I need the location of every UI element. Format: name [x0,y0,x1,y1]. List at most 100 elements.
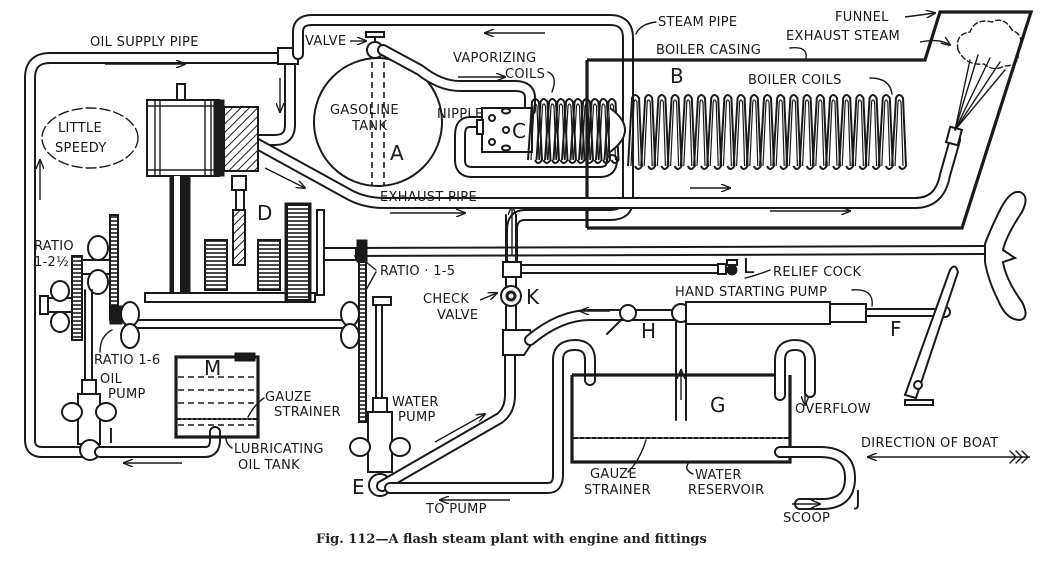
coil-loop [693,94,710,170]
lubricating-oil-tank [174,352,260,439]
leader-line [225,437,233,449]
coil-loop-inner [868,99,878,167]
exhaust-steam-plume [944,19,1022,147]
reservoir-label: WATER [695,468,742,483]
hand-valve[interactable] [606,304,637,335]
leader-line [789,47,807,59]
coil-loop-inner [683,99,693,167]
gauze-strainer-label: STRAINER [584,483,651,498]
scoop-letter: J [853,486,861,510]
hand-pump-letter: F [890,317,902,341]
propeller [984,190,1027,322]
relief-line [520,259,738,276]
boiler-letter: B [670,64,684,88]
hand-valve-letter: H [641,319,656,343]
check-valve[interactable] [500,214,536,356]
gasoline-tank-label: GASOLINE [330,103,399,118]
coil-loop [785,94,802,170]
gasoline-tank-letter: A [390,141,404,165]
coil-loop [745,94,762,170]
coil-loop-inner [564,103,574,161]
exhaust-steam-label: EXHAUST STEAM [786,29,900,44]
oil-feed-to-engine-pipe [252,47,299,146]
vaporizing-coils-label: COILS [505,67,545,82]
boiler-casing-label: BOILER CASING [656,43,761,58]
leader-line [686,463,694,475]
coil-loop [569,98,586,164]
coil-loop [666,94,683,170]
coil-loop-inner [670,99,680,167]
coil-loop-inner [762,99,772,167]
coil-loop [732,94,749,170]
coil-loop-inner [555,103,566,161]
coil-loop-inner [788,99,798,167]
nipple-label: NIPPLE [437,107,484,122]
coil-loop-inner [643,99,653,167]
coil-loop [798,94,815,170]
coil-loop [877,94,894,170]
ratio-label: 1-2½ [34,255,69,270]
pump-lever[interactable] [903,265,960,400]
boiler-coils-label: BOILER COILS [748,73,842,88]
ratio-label: RATIO · 1-5 [380,264,455,279]
reservoir-label: RESERVOIR [688,483,765,498]
hand-pump-label: HAND STARTING PUMP [675,285,827,300]
coil-loop [679,94,696,170]
coil-loop-inner [572,103,583,161]
coil-loop-inner [606,103,617,161]
coil-loop-inner [775,99,785,167]
gauze-strainer-label: STRAINER [274,405,341,420]
gear-train [39,214,368,423]
burner [476,107,533,153]
oil-tank-label: OIL TANK [238,458,300,473]
scoop-label: SCOOP [783,511,830,526]
coil-loop-inner [749,99,759,167]
gasoline-tank [313,31,443,187]
coil-loop [586,98,603,164]
funnel-label: FUNNEL [835,10,889,25]
gasoline-tank-label: TANK [351,119,387,134]
steam-pipe [292,14,634,266]
little-speedy-label-line1: LITTLE [58,121,102,136]
check-valve-label: CHECK [423,292,469,307]
coil-loop-inner [815,99,825,167]
gasoline-feed-pipe [377,44,618,178]
pointer-arrow [904,13,935,17]
hand-starting-pump[interactable] [671,265,960,421]
coil-loop [535,98,552,164]
leader-line [99,329,113,353]
oil-tank-letter: M [204,356,221,380]
water-reservoir [570,339,856,510]
leader-line [744,269,771,279]
coil-loop [640,94,657,170]
ratio-label: RATIO 1-6 [94,353,160,368]
ratio-label: RATIO [34,239,74,254]
oil-pump-label: OIL [100,372,123,387]
coil-loop [706,94,723,170]
coil-loop-inner [538,103,549,161]
coil-loop-inner [828,99,838,167]
coil-loop-inner [547,103,557,161]
direction-arrow [868,450,1030,464]
flow-arrow [264,167,305,188]
coil-loop [719,94,736,170]
coil-loop [864,94,881,170]
steam-pipe-label: STEAM PIPE [658,15,737,30]
relief-cock[interactable] [717,259,738,276]
oil-pump-letter: I [108,424,114,448]
check-valve-letter: K [526,285,540,309]
coil-loop-inner [656,99,666,167]
leader-line [247,397,265,418]
little-speedy-label-line2: SPEEDY [55,141,107,156]
leader-line [627,439,647,473]
title-cloud [41,107,139,169]
leader-line [635,21,657,35]
coil-loop-inner [854,99,864,167]
water-pump-label: PUMP [398,410,436,425]
coil-loop-inner [598,103,608,161]
flow-arrow [434,414,485,443]
engine-letter: D [257,201,272,225]
coil-loop [552,98,569,164]
coil-loop-inner [736,99,746,167]
coil-loop [772,94,789,170]
